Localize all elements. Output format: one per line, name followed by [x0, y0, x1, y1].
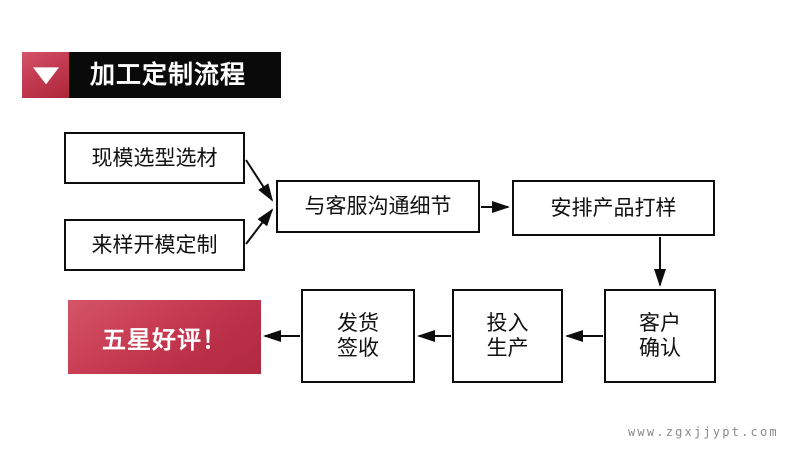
flow-node-kehu[interactable]: 客户 确认 — [604, 289, 716, 383]
flow-node-daying[interactable]: 安排产品打样 — [512, 180, 715, 236]
edge-laiyang-goutong — [245, 208, 274, 245]
header-bar — [69, 52, 281, 98]
flow-node-goutong[interactable]: 与客服沟通细节 — [276, 180, 480, 233]
flow-node-fahuo[interactable]: 发货 签收 — [301, 289, 415, 383]
page-title: 加工定制流程 — [90, 60, 247, 89]
flow-node-xianmo[interactable]: 现模选型选材 — [64, 132, 245, 184]
site-watermark: www.zgxjjypt.com — [628, 425, 779, 439]
header-accent-block — [22, 52, 69, 98]
flow-node-wuxing[interactable]: 五星好评！ — [68, 300, 261, 374]
triangle-down-icon — [32, 67, 59, 85]
header-banner: 加工定制流程 — [22, 52, 281, 98]
flow-node-shengchan[interactable]: 投入 生产 — [452, 289, 563, 383]
flow-node-laiyang[interactable]: 来样开模定制 — [64, 219, 245, 271]
edge-xianmo-goutong — [245, 159, 274, 202]
